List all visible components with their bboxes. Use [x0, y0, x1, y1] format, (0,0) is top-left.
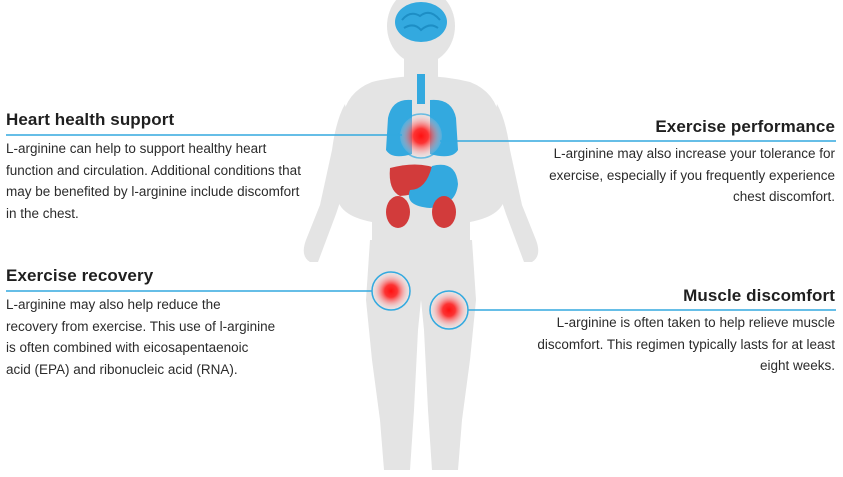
heart-health-title: Heart health support [6, 110, 175, 129]
brain-organ [395, 2, 447, 42]
exercise-performance-callout: Exercise performance L-arginine may also… [520, 117, 835, 208]
exercise-performance-body: L-arginine may also increase your tolera… [549, 146, 835, 204]
exercise-recovery-title: Exercise recovery [6, 266, 154, 285]
kidneys-organ [386, 196, 456, 228]
leader-lines [6, 134, 836, 311]
exercise-recovery-callout: Exercise recovery L-arginine may also he… [6, 266, 276, 380]
right-knee-hotspot [431, 292, 467, 328]
heart-hotspot [400, 115, 442, 157]
exercise-recovery-body: L-arginine may also help reduce the reco… [6, 297, 276, 377]
left-knee-hotspot [373, 273, 409, 309]
exercise-performance-title: Exercise performance [655, 117, 835, 136]
muscle-discomfort-title: Muscle discomfort [683, 286, 835, 305]
muscle-discomfort-callout: Muscle discomfort L-arginine is often ta… [520, 286, 835, 377]
heart-health-callout: Heart health support L-arginine can help… [6, 110, 306, 224]
heart-ring [398, 113, 444, 159]
trachea-organ [417, 74, 425, 104]
muscle-discomfort-body: L-arginine is often taken to help reliev… [537, 315, 835, 373]
body-silhouette [303, 0, 539, 470]
heart-health-body: L-arginine can help to support healthy h… [6, 141, 301, 221]
